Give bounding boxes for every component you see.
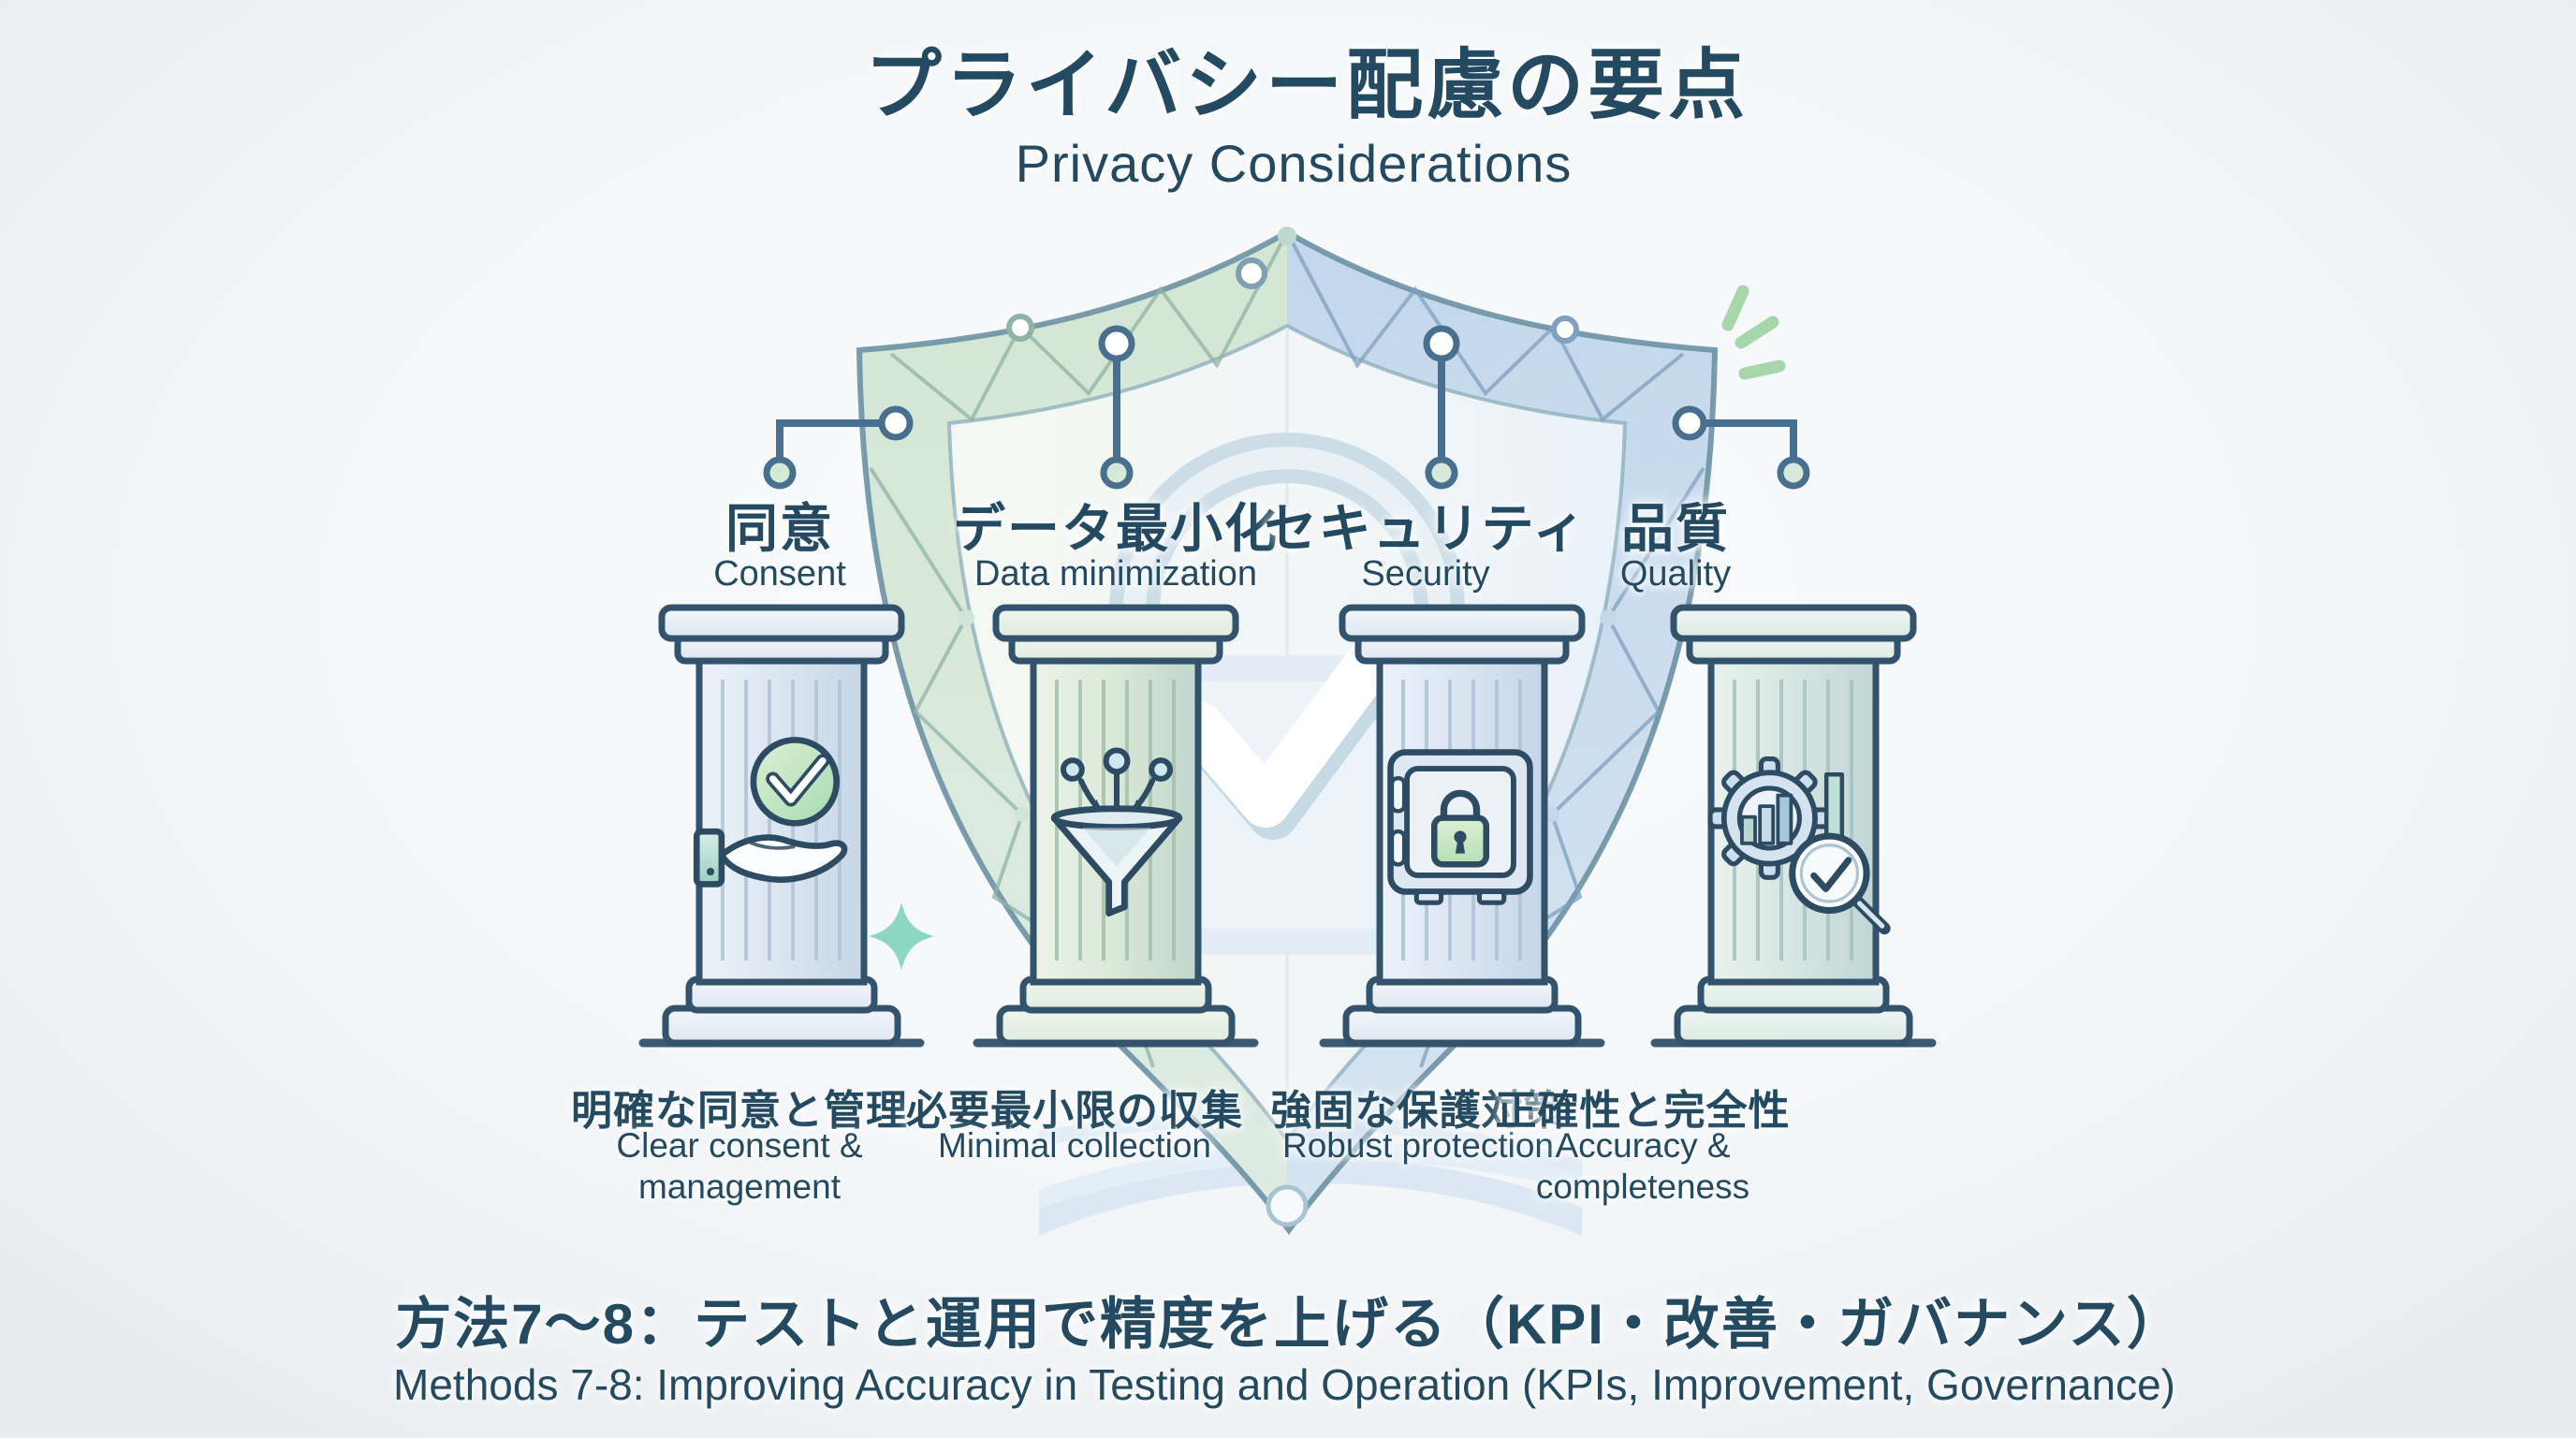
- page-title-jp: プライバシー配慮の要点: [864, 43, 1749, 128]
- shield-tip-node: [1266, 1184, 1309, 1227]
- page-title-en: Privacy Considerations: [1015, 134, 1573, 193]
- connector-dot: [1777, 456, 1810, 490]
- pillar-label-quality-jp: 品質: [1621, 499, 1730, 558]
- connector-dot: [763, 456, 797, 490]
- pillar-caption-consent-en: Clear consent & management: [616, 1126, 863, 1207]
- funnel-icon: [1050, 747, 1183, 917]
- connector-ring: [1672, 405, 1707, 441]
- pillar-caption-quality-jp: 正確性と完全性: [1495, 1088, 1791, 1134]
- pillar-consent: [638, 604, 925, 1048]
- mesh-nodes: [958, 227, 1617, 822]
- connector-nodes: [763, 325, 1810, 490]
- footer-method-en: Methods 7-8: Improving Accuracy in Testi…: [393, 1360, 2175, 1409]
- hand-check-icon: [693, 737, 848, 888]
- connector-ring: [1098, 325, 1135, 362]
- pillar-security: [1319, 604, 1605, 1048]
- footer-method-jp: 方法7〜8：テストと運用で精度を上げる（KPI・改善・ガバナンス）: [395, 1293, 2185, 1356]
- pillar-caption-security-jp: 強固な保護対策: [1270, 1088, 1566, 1134]
- emphasis-dashes-icon: [1721, 285, 1786, 380]
- pillar-caption-consent-jp: 明確な同意と管理: [571, 1088, 908, 1134]
- pillar-label-quality-en: Quality: [1619, 554, 1732, 594]
- pillar-label-consent-en: Consent: [713, 554, 846, 594]
- gear-magnifier-icon: [1707, 756, 1891, 935]
- pillar-label-security-jp: セキュリティ: [1264, 499, 1588, 558]
- connector-dot: [1100, 456, 1134, 490]
- label-connectors: [776, 355, 1797, 477]
- pillar-caption-quality-en: Accuracy & completeness: [1535, 1126, 1750, 1207]
- pillar-label-data-minimization-jp: データ最小化: [953, 499, 1279, 558]
- checkmark-icon: [1175, 625, 1412, 840]
- connector-dot: [1425, 456, 1458, 490]
- safe-lock-icon: [1387, 749, 1533, 905]
- connector-ring: [878, 405, 914, 441]
- pillar-caption-security-en: Robust protection: [1281, 1126, 1554, 1165]
- pillar-caption-data-minimization-en: Minimal collection: [938, 1126, 1211, 1165]
- pillar-caption-data-minimization-jp: 必要最小限の収集: [906, 1088, 1243, 1134]
- pillar-label-consent-jp: 同意: [725, 499, 834, 558]
- pillar-label-data-minimization-en: Data minimization: [974, 554, 1257, 594]
- connector-ring: [1423, 325, 1460, 362]
- sparkle-icon: [869, 902, 934, 970]
- pillar-label-security-en: Security: [1361, 554, 1490, 594]
